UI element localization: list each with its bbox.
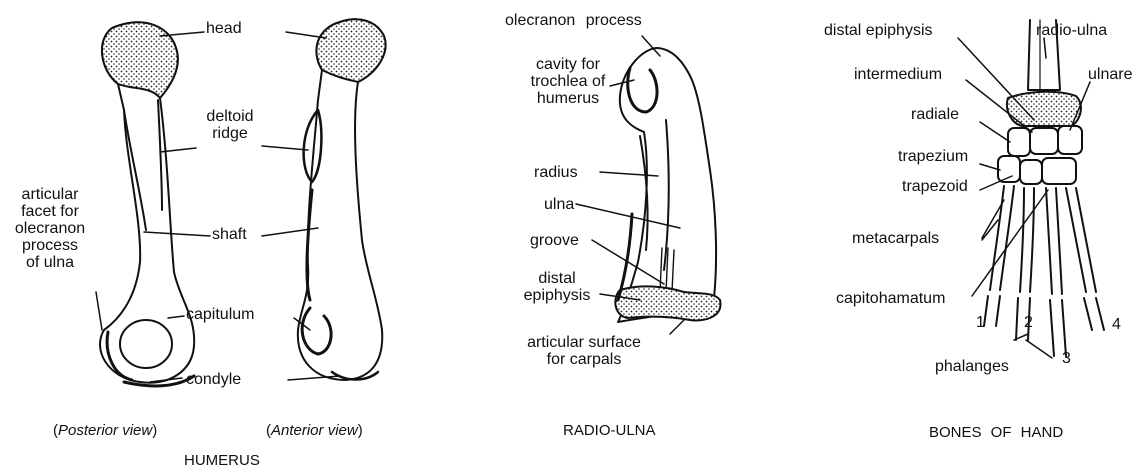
radio-ulna-caption: RADIO-ULNA — [563, 422, 656, 439]
trapezoid-label: trapezoid — [902, 178, 968, 195]
anterior-view-text: Anterior view — [271, 422, 358, 439]
digit-3-label: 3 — [1062, 350, 1071, 367]
articular-surface-label: articular surface for carpals — [504, 334, 664, 368]
radio-ulna-label: radio-ulna — [1036, 22, 1107, 39]
intermedium-label: intermedium — [854, 66, 942, 83]
posterior-view-text: Posterior view — [58, 422, 152, 439]
humerus-posterior-drawing — [100, 22, 194, 386]
radius-label: radius — [534, 164, 578, 181]
digit-1-label: 1 — [976, 314, 985, 331]
humerus-caption: HUMERUS — [184, 452, 260, 469]
hand-bones-drawing — [984, 20, 1104, 356]
radio-ulna-drawing — [615, 48, 720, 322]
ulnare-label: ulnare — [1088, 66, 1132, 83]
humerus-anterior-drawing — [298, 19, 386, 380]
trapezium-label: trapezium — [898, 148, 968, 165]
ulna-label: ulna — [544, 196, 574, 213]
phalanges-label: phalanges — [935, 358, 1009, 375]
radiale-label: radiale — [911, 106, 959, 123]
posterior-view-caption: (Posterior view) — [53, 422, 157, 439]
deltoid-ridge-label: deltoid ridge — [196, 108, 264, 142]
head-label: head — [206, 20, 242, 37]
cavity-for-trochlea-label: cavity for trochlea of humerus — [522, 56, 614, 107]
bones-of-hand-caption: BONES OF HAND — [929, 424, 1063, 441]
hand-distal-epiphysis-label: distal epiphysis — [824, 22, 933, 39]
articular-facet-label: articular facet for olecranon process of… — [0, 186, 100, 271]
digit-4-label: 4 — [1112, 316, 1121, 333]
capitulum-label: capitulum — [186, 306, 254, 323]
metacarpals-drawing — [990, 186, 1096, 294]
shaft-label: shaft — [212, 226, 247, 243]
olecranon-process-label: olecranon process — [505, 12, 642, 29]
capitohamatum-label: capitohamatum — [836, 290, 945, 307]
phalanges-drawing — [984, 296, 1104, 356]
distal-epiphysis-label: distal epiphysis — [515, 270, 599, 304]
anterior-view-caption: (Anterior view) — [266, 422, 363, 439]
groove-label: groove — [530, 232, 579, 249]
digit-2-label: 2 — [1024, 314, 1033, 331]
metacarpals-label: metacarpals — [852, 230, 939, 247]
condyle-label: condyle — [186, 371, 241, 388]
